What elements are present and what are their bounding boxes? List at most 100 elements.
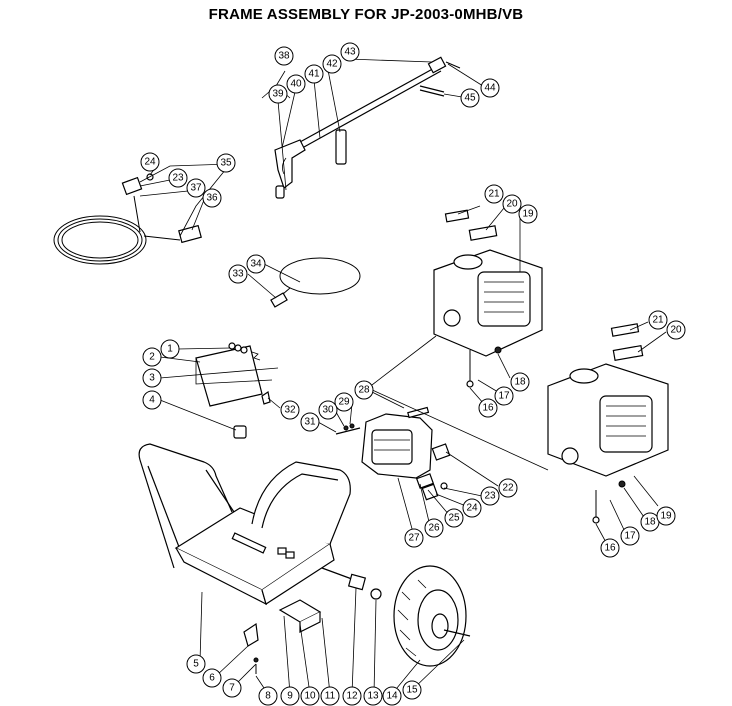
callout-36: 36 [202, 188, 222, 208]
svg-text:23: 23 [172, 173, 184, 184]
callout-33: 33 [228, 264, 248, 284]
svg-text:27: 27 [408, 533, 420, 544]
callout-11: 11 [320, 686, 340, 706]
svg-text:24: 24 [466, 503, 478, 514]
callout-38: 38 [274, 46, 294, 66]
svg-text:20: 20 [670, 325, 682, 336]
svg-text:5: 5 [193, 659, 199, 670]
callout-14: 14 [382, 686, 402, 706]
svg-text:15: 15 [406, 685, 418, 696]
svg-text:1: 1 [167, 344, 173, 355]
svg-text:16: 16 [604, 543, 616, 554]
svg-text:9: 9 [287, 691, 293, 702]
callout-31: 31 [300, 412, 320, 432]
svg-text:17: 17 [624, 531, 636, 542]
callout-19-upper: 19 [518, 204, 538, 224]
svg-text:6: 6 [209, 673, 215, 684]
svg-text:19: 19 [660, 511, 672, 522]
callout-42: 42 [322, 54, 342, 74]
callout-7: 7 [222, 678, 242, 698]
callout-1: 1 [160, 339, 180, 359]
callout-24: 24 [140, 152, 160, 172]
callout-2: 2 [142, 347, 162, 367]
callout-30: 30 [318, 400, 338, 420]
callout-13: 13 [363, 686, 383, 706]
callout-24-pump: 24 [462, 498, 482, 518]
callout-22: 22 [498, 478, 518, 498]
svg-text:42: 42 [326, 59, 338, 70]
svg-text:25: 25 [448, 513, 460, 524]
spray-gun-assembly [261, 56, 484, 199]
svg-text:23: 23 [484, 491, 496, 502]
svg-text:11: 11 [325, 691, 336, 702]
callout-40: 40 [286, 74, 306, 94]
svg-text:19: 19 [522, 209, 534, 220]
svg-text:41: 41 [308, 69, 320, 80]
callout-20-upper: 20 [502, 194, 522, 214]
callout-10: 10 [300, 686, 320, 706]
svg-text:3: 3 [149, 373, 155, 384]
svg-text:21: 21 [652, 315, 664, 326]
svg-text:29: 29 [338, 397, 350, 408]
callout-44: 44 [480, 78, 500, 98]
callout-21: 21 [648, 310, 668, 330]
detergent-hose [247, 257, 361, 308]
callout-23: 23 [168, 168, 188, 188]
svg-text:32: 32 [284, 405, 296, 416]
svg-text:20: 20 [506, 199, 518, 210]
callout-45: 45 [460, 88, 480, 108]
svg-text:40: 40 [290, 79, 302, 90]
cart-frame [138, 443, 471, 695]
svg-text:33: 33 [232, 269, 244, 280]
callout-23-pump: 23 [480, 486, 500, 506]
callout-16: 16 [600, 538, 620, 558]
callout-26: 26 [424, 518, 444, 538]
svg-text:30: 30 [322, 405, 334, 416]
callout-20: 20 [666, 320, 686, 340]
svg-text:17: 17 [498, 391, 510, 402]
engine-upper [433, 205, 543, 405]
svg-text:12: 12 [346, 691, 358, 702]
svg-text:45: 45 [464, 93, 476, 104]
callout-6: 6 [202, 668, 222, 688]
callout-3: 3 [142, 368, 162, 388]
callout-4: 4 [142, 390, 162, 410]
callout-19: 19 [656, 506, 676, 526]
control-panel [159, 342, 281, 439]
callout-12: 12 [342, 686, 362, 706]
callout-5: 5 [186, 654, 206, 674]
svg-text:34: 34 [250, 259, 262, 270]
svg-text:13: 13 [367, 691, 379, 702]
svg-text:22: 22 [502, 483, 514, 494]
svg-text:37: 37 [190, 183, 202, 194]
svg-text:31: 31 [304, 417, 316, 428]
callout-27: 27 [404, 528, 424, 548]
callout-32: 32 [280, 400, 300, 420]
svg-text:35: 35 [220, 158, 232, 169]
pump-assembly [317, 335, 549, 537]
svg-text:18: 18 [644, 517, 656, 528]
svg-text:38: 38 [278, 51, 290, 62]
callout-17: 17 [620, 526, 640, 546]
callout-34: 34 [246, 254, 266, 274]
svg-text:39: 39 [272, 89, 284, 100]
svg-text:44: 44 [484, 83, 496, 94]
callout-18: 18 [640, 512, 660, 532]
svg-text:16: 16 [482, 403, 494, 414]
callout-16-upper: 16 [478, 398, 498, 418]
svg-text:26: 26 [428, 523, 440, 534]
svg-text:28: 28 [358, 385, 370, 396]
callout-39: 39 [268, 84, 288, 104]
callout-29: 29 [334, 392, 354, 412]
svg-text:2: 2 [149, 352, 155, 363]
callout-35: 35 [216, 153, 236, 173]
callout-28: 28 [354, 380, 374, 400]
callout-9: 9 [280, 686, 300, 706]
callout-25: 25 [444, 508, 464, 528]
svg-text:8: 8 [265, 691, 271, 702]
svg-text:36: 36 [206, 193, 218, 204]
engine-lower [547, 321, 669, 547]
svg-text:4: 4 [149, 395, 155, 406]
callout-15: 15 [402, 680, 422, 700]
